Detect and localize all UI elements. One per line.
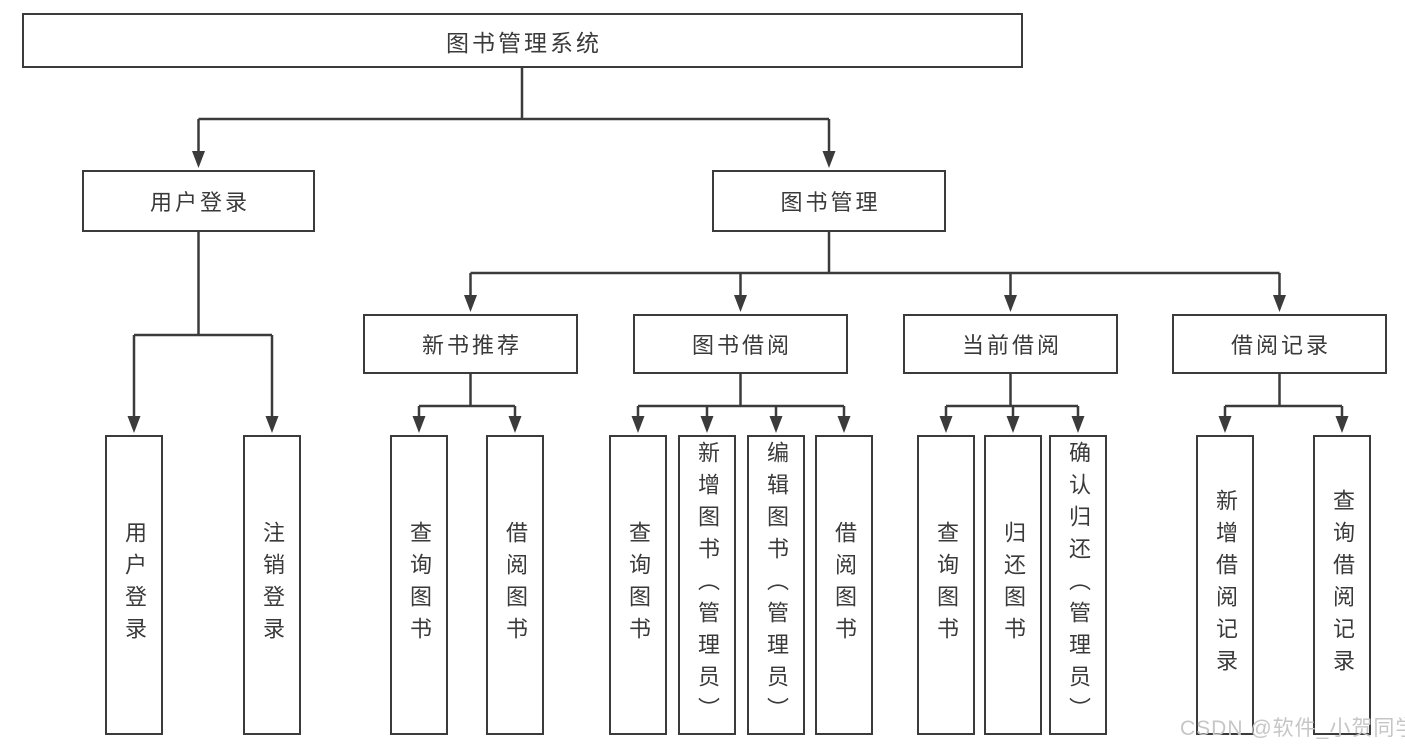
connector-borrow-records [1223,374,1344,420]
leaf-query-books-current: 查询图书 [917,435,975,735]
leaf-borrow-books-recommend: 借阅图书 [486,435,544,735]
arrowhead [1006,416,1020,433]
connector-book-borrowing [636,374,846,420]
leaf-query-borrow-record: 查询借阅记录 [1313,435,1371,735]
arrowhead [508,416,522,433]
arrowhead [631,416,645,433]
connector-new-book [417,374,517,420]
arrowhead [939,416,953,433]
arrowhead [412,416,426,433]
arrowhead [1273,295,1286,312]
node-library-management-system: 图书管理系统 [22,13,1023,68]
leaf-add-book-admin: 新增图书（管理员） [678,435,736,735]
arrowhead [700,416,714,433]
arrowhead [769,416,783,433]
leaf-edit-book-admin: 编辑图书（管理员） [747,435,805,735]
node-borrowing-records: 借阅记录 [1172,314,1387,374]
connector-root [197,68,831,154]
leaf-logout: 注销登录 [243,435,301,735]
arrowhead [464,295,477,312]
leaf-query-books-borrowing: 查询图书 [609,435,667,735]
leaf-add-borrow-record: 新增借阅记录 [1196,435,1254,735]
leaf-query-books-recommend: 查询图书 [390,435,448,735]
connector-user-login [132,232,274,420]
leaf-borrow-books-borrowing: 借阅图书 [815,435,873,735]
node-current-borrowing: 当前借阅 [903,314,1118,374]
leaf-user-login: 用户登录 [105,435,163,735]
leaf-confirm-return-admin: 确认归还（管理员） [1049,435,1107,735]
connector-book-mgmt [469,232,1281,298]
connector-current-borrowing [944,374,1080,420]
watermark: CSDN @软件_小贺同学 [1180,717,1405,740]
node-book-management: 图书管理 [712,170,946,232]
arrowhead [192,151,205,168]
arrowhead [837,416,851,433]
arrowhead [1335,416,1349,433]
node-user-login: 用户登录 [82,170,315,232]
arrowhead [1071,416,1085,433]
arrowhead [734,295,747,312]
arrowhead [1004,295,1017,312]
arrowhead [265,416,279,433]
node-new-book-recommendation: 新书推荐 [363,314,578,374]
leaf-return-books: 归还图书 [984,435,1042,735]
arrowhead [822,151,836,168]
node-book-borrowing: 图书借阅 [633,314,848,374]
arrowhead [127,416,141,433]
arrowhead [1218,416,1232,433]
